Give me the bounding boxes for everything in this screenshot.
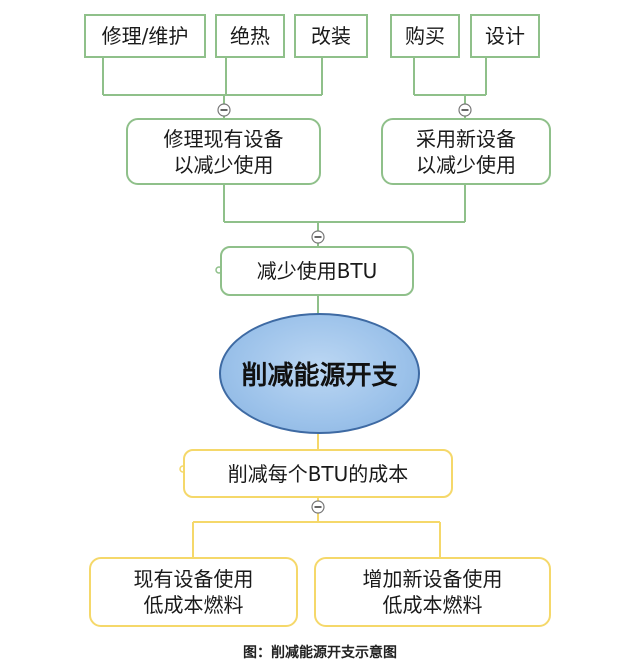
node-label: 增加新设备使用 低成本燃料: [362, 567, 503, 617]
node-label: 减少使用BTU: [256, 259, 378, 283]
collapse-toggle[interactable]: [311, 500, 325, 514]
node-label: 设计: [485, 24, 525, 48]
node-repair-maintenance[interactable]: 修理/维护: [84, 14, 206, 58]
node-label: 购买: [405, 24, 445, 48]
node-buy[interactable]: 购买: [390, 14, 460, 58]
node-new-equipment[interactable]: 采用新设备 以减少使用: [381, 118, 551, 185]
node-cut-cost-per-btu[interactable]: 削减每个BTU的成本: [183, 449, 453, 498]
collapse-toggle[interactable]: [458, 103, 472, 117]
collapse-toggle[interactable]: [217, 103, 231, 117]
node-label: 绝热: [230, 24, 270, 48]
node-repair-existing[interactable]: 修理现有设备 以减少使用: [126, 118, 321, 185]
node-label: 削减每个BTU的成本: [227, 461, 409, 486]
node-label: 现有设备使用 低成本燃料: [133, 567, 254, 617]
node-label: 改装: [311, 24, 351, 48]
node-new-low-cost-fuel[interactable]: 增加新设备使用 低成本燃料: [314, 557, 551, 627]
node-reduce-btu[interactable]: 减少使用BTU: [220, 246, 414, 296]
node-modify[interactable]: 改装: [294, 14, 368, 58]
central-topic-label: 削减能源开支: [241, 361, 398, 391]
node-design[interactable]: 设计: [470, 14, 540, 58]
node-insulation[interactable]: 绝热: [215, 14, 285, 58]
figure-caption: 图：削减能源开支示意图: [243, 645, 397, 661]
node-label: 修理现有设备 以减少使用: [163, 126, 284, 177]
node-label: 采用新设备 以减少使用: [416, 126, 516, 177]
node-existing-low-cost-fuel[interactable]: 现有设备使用 低成本燃料: [89, 557, 298, 627]
central-topic[interactable]: 削减能源开支: [219, 313, 420, 434]
collapse-toggle[interactable]: [311, 230, 325, 244]
node-label: 修理/维护: [101, 24, 189, 48]
